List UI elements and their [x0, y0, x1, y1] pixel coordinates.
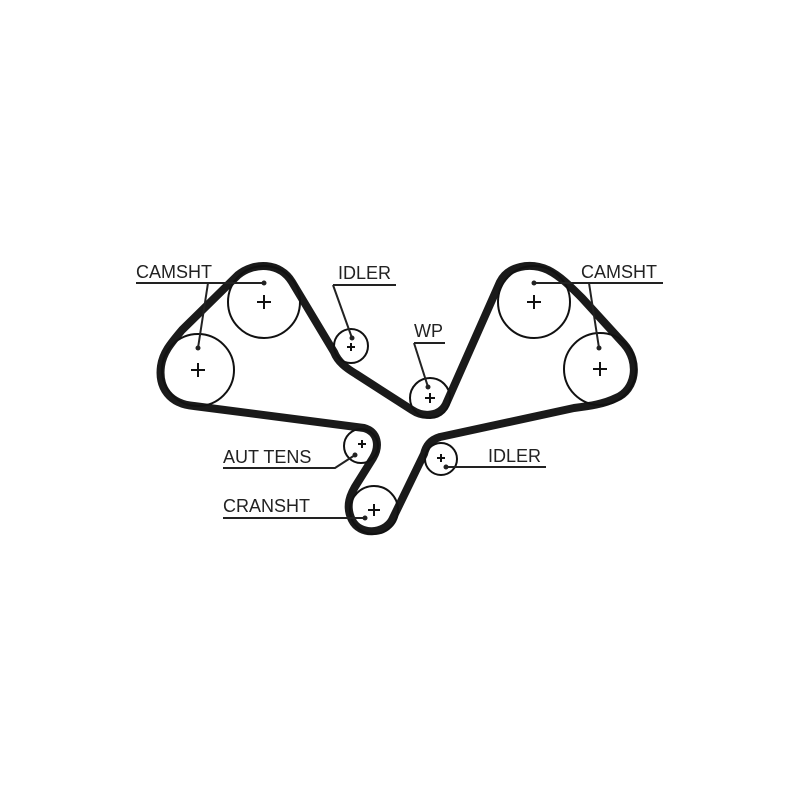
camshaft-left-upper-pulley	[227, 265, 301, 339]
label-idler-right: IDLER	[488, 446, 541, 466]
label-camsht-left: CAMSHT	[136, 262, 212, 282]
camshaft-left-lower-pulley	[161, 333, 235, 407]
label-camsht-right: CAMSHT	[581, 262, 657, 282]
idler-top-pulley	[333, 328, 369, 364]
crankshaft-pulley	[349, 485, 399, 535]
label-wp: WP	[414, 321, 443, 341]
water-pump-pulley	[409, 377, 451, 419]
idler-right-pulley	[424, 442, 458, 476]
camshaft-right-lower-pulley	[563, 332, 637, 406]
leader-dots	[195, 280, 602, 521]
label-cransht: CRANSHT	[223, 496, 310, 516]
camshaft-right-upper-pulley	[497, 265, 571, 339]
leader-lines	[136, 282, 663, 519]
label-aut-tens: AUT TENS	[223, 447, 311, 467]
timing-belt	[156, 262, 638, 536]
label-idler-top: IDLER	[338, 263, 391, 283]
auto-tensioner-pulley	[343, 428, 379, 464]
